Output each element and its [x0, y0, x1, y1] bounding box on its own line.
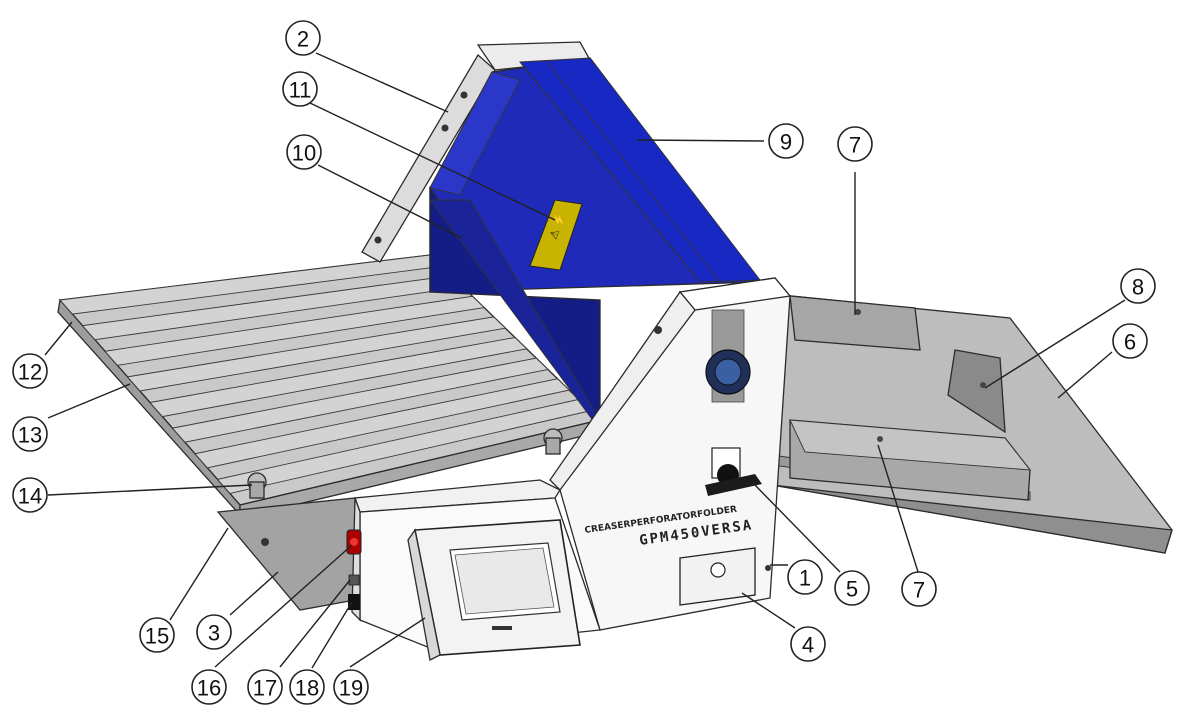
callout-label: 18 [295, 676, 319, 701]
callout-label: 11 [289, 78, 312, 103]
callout-15: 15 [139, 617, 175, 653]
power-socket-panel[interactable] [679, 547, 756, 606]
callout-19: 19 [333, 669, 369, 705]
callout-17: 17 [247, 669, 283, 705]
callout-label: 7 [849, 133, 861, 158]
callout-label: 2 [297, 27, 309, 52]
power-switch[interactable] [346, 529, 362, 555]
callout-4: 4 [790, 626, 826, 662]
table-slat [149, 337, 528, 418]
callout-label: 10 [292, 141, 316, 166]
callout-18: 18 [289, 669, 325, 705]
callout-label: 19 [339, 676, 363, 701]
callout-label: 17 [253, 676, 277, 701]
callout-label: 3 [208, 621, 220, 646]
callout-label: 5 [846, 577, 858, 602]
callout-label: 15 [145, 624, 169, 649]
callout-label: 7 [913, 578, 925, 603]
callout-7b: 7 [901, 571, 937, 607]
feed-table [57, 254, 602, 611]
callout-16: 16 [191, 669, 227, 705]
callout-label: 13 [18, 423, 42, 448]
callout-9: 9 [768, 123, 804, 159]
callout-2: 2 [285, 20, 321, 56]
table-slat [104, 295, 486, 366]
callout-10: 10 [286, 134, 322, 170]
machine-body: CREASERPERFORATORFOLDER GPM450VERSA [549, 277, 792, 631]
callout-5: 5 [834, 570, 870, 606]
callout-label: 4 [802, 633, 814, 658]
table-slat [126, 316, 507, 392]
callout-label: 1 [799, 566, 811, 591]
callout-label: 16 [197, 676, 221, 701]
pressure-dial[interactable] [705, 309, 751, 403]
callout-label: 12 [18, 360, 42, 385]
callout-label: 14 [18, 484, 42, 509]
table-slat [194, 378, 571, 469]
callout-label: 9 [780, 130, 792, 155]
callout-7a: 7 [837, 126, 873, 162]
callout-3: 3 [196, 614, 232, 650]
callout-13: 13 [12, 416, 48, 452]
callout-12: 12 [12, 353, 48, 389]
table-slat [171, 357, 549, 443]
touch-screen[interactable] [414, 519, 581, 656]
usb-port[interactable] [348, 574, 360, 586]
callout-1: 1 [787, 559, 823, 595]
control-console [346, 479, 601, 661]
callout-label: 6 [1124, 330, 1136, 355]
leader-lines [44, 52, 1126, 669]
callout-11: 11 [282, 71, 318, 107]
callout-14: 14 [12, 477, 48, 513]
callout-6: 6 [1112, 323, 1148, 359]
lever-handle[interactable] [705, 447, 762, 496]
rear-frame [361, 41, 592, 263]
callout-label: 8 [1132, 275, 1144, 300]
output-tray [771, 293, 1173, 554]
fuse-holder[interactable] [348, 594, 360, 610]
callout-8: 8 [1120, 268, 1156, 304]
blue-cover: ⚠ ⚡ [429, 57, 762, 433]
